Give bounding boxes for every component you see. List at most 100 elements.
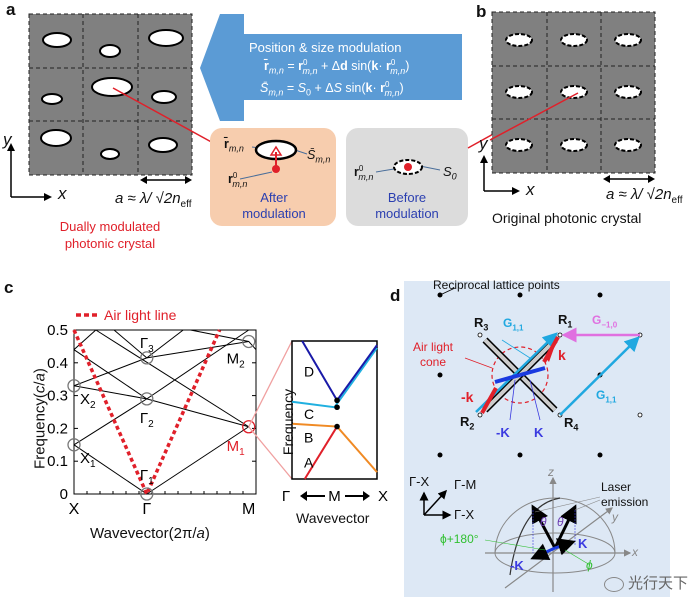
hole [100,148,120,160]
before-modulation-text: Before modulation [375,190,439,221]
label-R1: R1 [558,312,573,330]
theta-label-left: θ [540,515,547,529]
hole [148,29,184,47]
watermark-text: 光行天下 [604,572,688,593]
panel-a-label: a [6,0,16,19]
theta-label-right: θ [557,515,564,529]
inset-arrow-right-head [363,491,370,501]
axis-z-label: z [548,465,554,479]
hemi-K-label: K [578,536,588,551]
panel-b-lattice-constant: a ≈ λ/ √2neff [606,186,683,206]
y-tick-label: 0.4 [47,355,68,372]
inset-degeneracy-point [334,423,340,430]
panel-b-caption: Original photonic crystal [492,210,642,226]
hole [505,85,533,99]
hole [148,137,178,153]
symmetry-point-Γ3 [140,351,154,365]
hole [560,138,588,152]
hole [151,90,177,104]
panel-b-lattice [480,11,656,195]
after-modulation-diagram [239,139,308,180]
axis-x-label: x [632,545,638,559]
inset-band-label-B: B [304,430,313,446]
before-r0-label: r0m,n [354,164,374,182]
lattice-point [517,452,523,458]
symmetry-point-X2 [67,379,81,393]
label-k: k [558,347,566,363]
band-b3 [73,398,148,446]
hole [41,93,63,105]
label-R3: R3 [474,315,489,333]
hemi-neg-K-label: -K [510,558,524,573]
before-modulation-card [346,128,468,226]
symmetry-point-Γ1 [140,487,154,501]
lattice-point [437,452,443,458]
band-b11 [95,329,249,428]
inset-x-axis-title: Wavevector [296,510,370,526]
label-neg-K: -K [496,425,510,440]
band-b5 [73,357,147,387]
symmetry-point-M2 [242,334,256,349]
hole [614,33,642,47]
inset-degeneracy-point [334,397,340,404]
dir-gamma-x-vertical: Γ-X [409,474,430,489]
inset-x-tick-m: M [328,488,341,505]
band-b4 [146,329,249,400]
wechat-icon [604,576,624,592]
legend-air-light-line: Air light line [104,307,177,323]
modulation-arrow [200,14,462,121]
inset-x-tick-gamma: Γ [282,488,290,505]
reciprocal-lattice-label: Reciprocal lattice points [433,278,560,292]
label-R2: R2 [460,414,475,432]
y-tick-label: 0.5 [47,322,68,339]
x-tick-label: X [69,501,80,518]
after-modulation-text: After modulation [242,190,306,221]
r-bar-label: r̄m,n [224,137,244,154]
y-tick-label: 0.1 [47,453,68,470]
inset-band-label-A: A [304,454,314,470]
phi-label: ϕ [586,558,593,572]
panel-a-x-axis-label: x [58,184,67,203]
label-K: K [534,425,544,440]
hole [40,129,72,147]
x-tick-label: Γ [142,501,151,518]
lattice-point [597,452,603,458]
band-b2 [146,426,249,495]
air-light-line [72,329,222,499]
band-b1 [73,444,148,495]
hole [560,85,588,99]
s-bar-label: S̄m,n [307,148,331,165]
band-b12 [146,329,184,359]
panel-a-lattice-constant: a ≈ λ/ √2neff [115,190,192,210]
symmetry-point-Γ2 [140,392,154,406]
hole [614,138,642,152]
zoom-line-bottom [248,426,293,480]
arrow-title: Position & size modulation [249,40,402,55]
equation-size: S̄m,n = S0 + ΔS sin(k· r0m,n) [260,80,404,98]
label-G-10: G−1,0 [592,313,618,330]
symmetry-point-X1 [67,438,81,452]
label-R4: R4 [564,415,579,433]
inset-band-A [303,426,338,480]
s0-label: S0 [443,164,457,182]
label-G11-top: G1,1 [503,316,524,333]
band-b8 [73,329,97,351]
hole [614,85,642,99]
inset-arrow-left-head [300,491,307,501]
inset-x-tick-x: X [378,488,388,505]
panel-b-x-axis-label: x [526,180,535,199]
panel-d-label: d [390,286,401,305]
dir-gamma-x-horizontal: Γ-X [454,507,475,522]
lattice-point [517,292,523,298]
phi-plus-180-label: ϕ+180° [440,532,479,546]
lattice-point [437,372,443,378]
label-neg-k: -k [461,389,474,405]
y-tick-label: 0.2 [47,420,68,437]
panel-a-caption: Dually modulated photonic crystal [59,219,161,251]
x-axis-title: Wavevector(2π/a) [90,525,210,542]
inset-band-label-D: D [304,363,314,379]
